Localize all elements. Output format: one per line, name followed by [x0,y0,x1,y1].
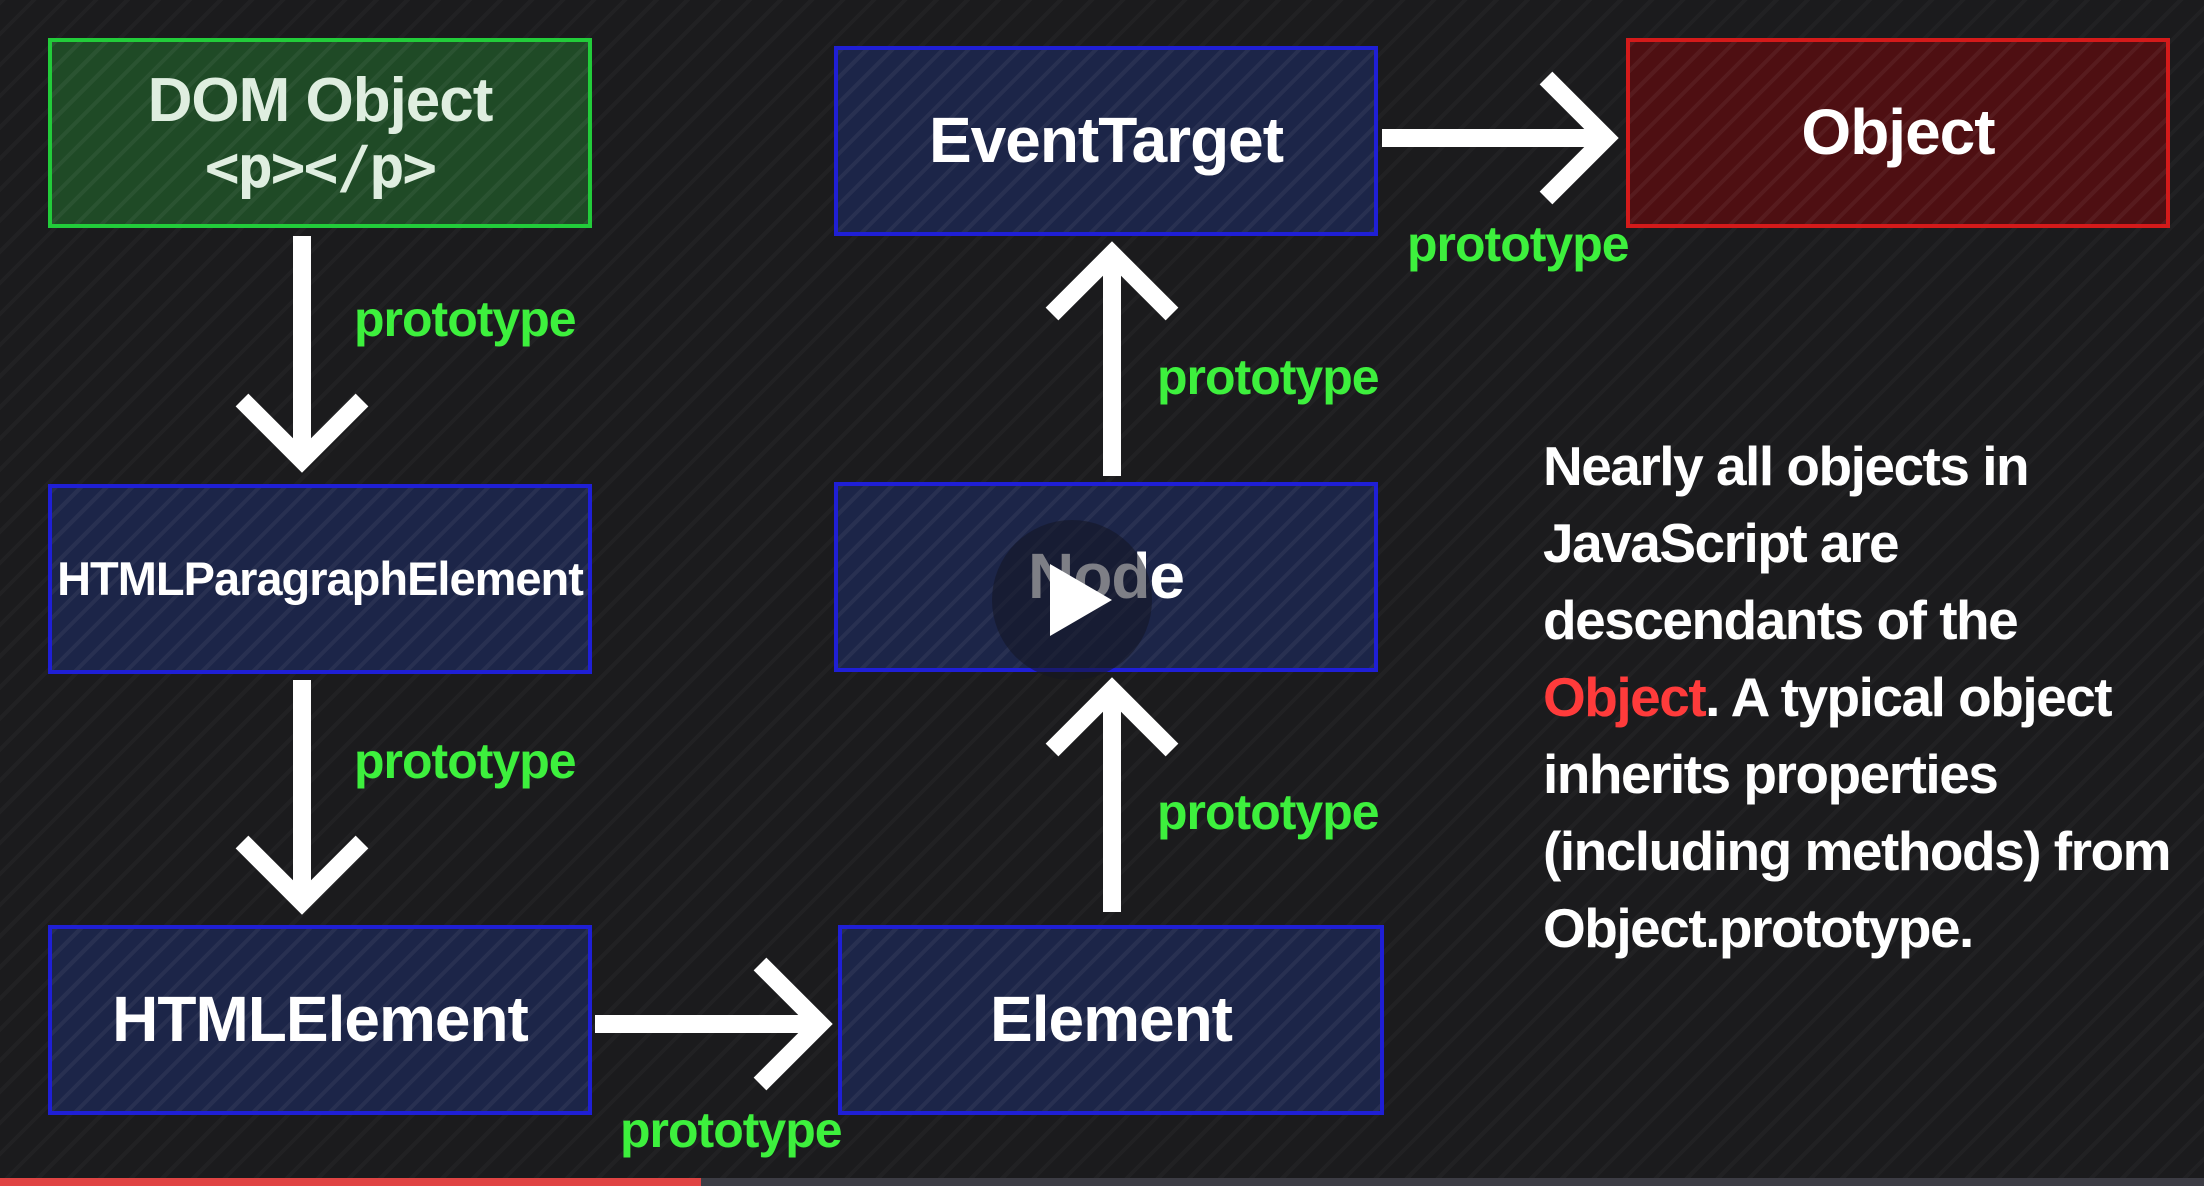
play-button[interactable] [992,520,1152,680]
dom-object-box: DOM Object <p></p> [48,38,592,228]
object-label: Object [1801,96,1995,169]
edge-label-node-to-eventtarget: prototype [1157,349,1380,405]
video-progress-bar[interactable] [0,1178,2204,1186]
arrow-dom-to-paragraph [235,236,369,473]
arrow-eventtarget-to-object [1382,71,1619,205]
element-label: Element [990,983,1233,1056]
explanation-text: Nearly all objects in JavaScript are des… [1543,428,2193,967]
html-element-label: HTMLElement [112,983,529,1056]
dom-object-label: DOM Object [147,65,494,135]
html-paragraph-element-label: HTMLParagraphElement [57,551,584,605]
edge-label-eventtarget-to-object: prototype [1407,216,1630,272]
edge-label-paragraph-to-htmlelement: prototype [354,733,577,789]
html-paragraph-element-box: HTMLParagraphElement [48,484,592,674]
arrow-element-to-node [1045,677,1179,912]
play-icon [1050,564,1112,636]
arrow-node-to-eventtarget [1045,241,1179,476]
arrow-paragraph-to-htmlelement [235,680,369,915]
explanation-text-start: Nearly all objects in JavaScript are des… [1543,435,2030,651]
edge-label-dom-to-paragraph: prototype [354,291,577,347]
html-element-box: HTMLElement [48,925,592,1115]
edge-label-htmlelement-to-element: prototype [620,1102,843,1158]
object-box: Object [1626,38,2170,228]
event-target-box: EventTarget [834,46,1378,236]
event-target-label: EventTarget [928,104,1284,177]
element-box: Element [838,925,1384,1115]
explanation-highlight-object: Object [1543,666,1707,728]
dom-object-code: <p></p> [204,133,437,202]
arrow-htmlelement-to-element [595,957,833,1091]
edge-label-element-to-node: prototype [1157,784,1380,840]
video-progress-fill [0,1178,701,1186]
explanation-text-end: . A typical object inherits properties (… [1543,666,2172,959]
